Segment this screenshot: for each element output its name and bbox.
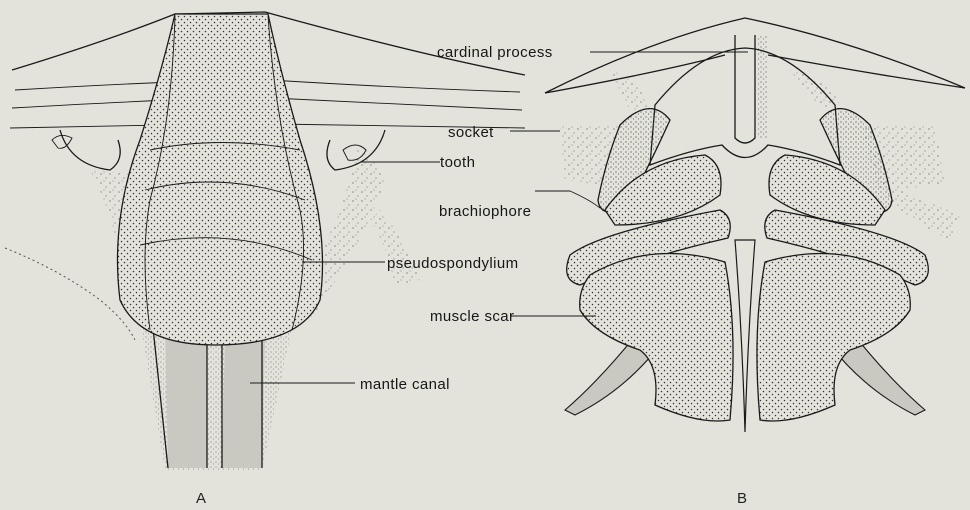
label-muscle-scar: muscle scar (430, 308, 514, 325)
panel-b-drawing (545, 18, 965, 432)
label-cardinal-process: cardinal process (437, 44, 553, 61)
panel-label-b: B (737, 490, 747, 507)
label-mantle-canal: mantle canal (360, 376, 450, 393)
panel-a-drawing (5, 12, 525, 470)
label-pseudospondylium: pseudospondylium (387, 255, 518, 272)
label-socket: socket (448, 124, 494, 141)
label-tooth: tooth (440, 154, 475, 171)
label-brachiophore: brachiophore (439, 203, 531, 220)
panel-label-a: A (196, 490, 206, 507)
